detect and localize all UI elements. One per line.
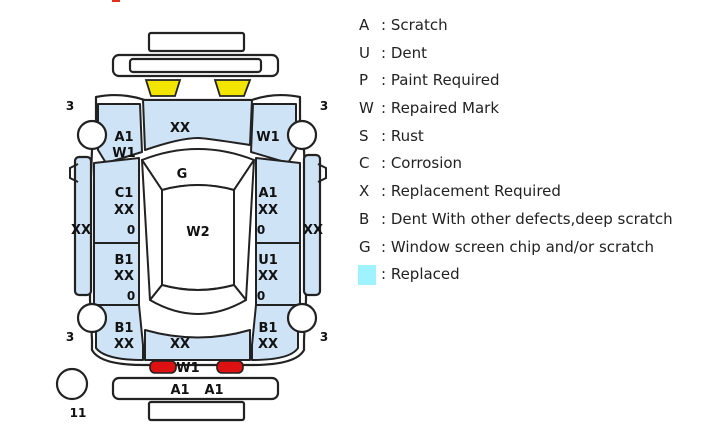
legend-item-u: U : Dent xyxy=(355,40,695,68)
legend-desc: : Rust xyxy=(381,126,424,145)
tire-front-right xyxy=(286,119,318,151)
legend-code: A xyxy=(359,16,370,34)
replaced-color-swatch xyxy=(358,265,376,286)
car-damage-diagram: XX G W2 A1 W1 W1 C1 XX A1 XX B1 XX U1 XX… xyxy=(0,0,345,448)
rear-bumper-label-left: A1 xyxy=(170,383,189,398)
tire-front-left-label: 3 xyxy=(66,99,74,113)
tire-rear-right xyxy=(286,302,318,334)
legend-item-x: X : Replacement Required xyxy=(355,178,695,206)
right-front-door-label-2: XX xyxy=(258,203,278,218)
legend-item-a: A : Scratch xyxy=(355,12,695,40)
tire-rear-right-label: 3 xyxy=(320,330,328,344)
rear-panel-label: W1 xyxy=(176,361,199,376)
rear-bumper xyxy=(111,376,280,401)
headlight-right xyxy=(213,79,252,97)
legend-desc: : Window screen chip and/or scratch xyxy=(381,237,655,256)
right-front-door-label-1: A1 xyxy=(258,186,277,201)
door-edge-label-4: 0 xyxy=(257,289,265,303)
front-bumper-top xyxy=(147,31,246,53)
legend-item-g: G : Window screen chip and/or scratch xyxy=(355,234,695,262)
legend-desc: : Replacement Required xyxy=(381,182,561,201)
legend-item-b: B : Dent With other defects,deep scratch xyxy=(355,206,695,234)
door-edge-label-3: 0 xyxy=(257,223,265,237)
legend: A : Scratch U : Dent P : Paint Required … xyxy=(355,12,695,289)
trunk-label: XX xyxy=(170,337,190,352)
left-front-door-label-1: C1 xyxy=(115,186,134,201)
legend-item-c: C : Corrosion xyxy=(355,150,695,178)
right-rear-door-label-1: U1 xyxy=(258,253,278,268)
front-bumper-inner xyxy=(128,57,263,74)
right-sill xyxy=(302,153,322,297)
right-rear-fender-panel xyxy=(251,304,299,361)
hood-panel xyxy=(142,99,253,151)
legend-desc: : Paint Required xyxy=(381,71,500,90)
rear-bumper-label-right: A1 xyxy=(204,383,223,398)
left-front-door-label-2: XX xyxy=(114,203,134,218)
left-rear-door-label-1: B1 xyxy=(115,253,134,268)
legend-desc: : Replaced xyxy=(381,265,460,284)
right-front-fender-label: W1 xyxy=(256,130,279,145)
left-front-fender-label-1: A1 xyxy=(114,130,133,145)
right-front-fender-panel xyxy=(250,103,297,164)
roof-label: W2 xyxy=(186,225,209,240)
right-rear-fender-label-2: XX xyxy=(258,337,278,352)
legend-code: P xyxy=(359,71,369,90)
legend-desc: : Repaired Mark xyxy=(381,99,500,118)
trunk-panel xyxy=(144,329,251,361)
legend-code: G xyxy=(359,237,371,256)
tire-front-right-label: 3 xyxy=(320,99,328,113)
legend-code: X xyxy=(359,182,370,201)
tire-rear-left xyxy=(76,302,108,334)
door-edge-label-2: 0 xyxy=(127,289,135,303)
legend-desc: : Dent xyxy=(381,43,427,62)
left-rear-fender-label-2: XX xyxy=(114,337,134,352)
headlight-left xyxy=(144,79,182,97)
roof-panel-label: G xyxy=(177,167,188,182)
left-rear-door-label-2: XX xyxy=(114,269,134,284)
left-rear-fender-panel xyxy=(95,304,144,361)
legend-item-p: P : Paint Required xyxy=(355,67,695,95)
spare-tire-label: 11 xyxy=(70,406,87,420)
red-corner-mark xyxy=(112,0,120,2)
left-rear-fender-label-1: B1 xyxy=(115,321,134,336)
legend-code: S xyxy=(359,126,369,145)
right-sill-label: XX xyxy=(303,223,323,238)
left-mirror xyxy=(69,163,79,183)
right-mirror xyxy=(317,163,327,183)
spare-tire xyxy=(55,367,89,401)
left-front-fender-label-2: W1 xyxy=(112,146,135,161)
legend-item-w: W : Repaired Mark xyxy=(355,95,695,123)
rear-window xyxy=(149,284,247,315)
legend-item-replaced: : Replaced xyxy=(355,261,695,289)
right-rear-door-label-2: XX xyxy=(258,269,278,284)
legend-desc: : Dent With other defects,deep scratch xyxy=(381,209,673,228)
taillight-right xyxy=(216,360,244,374)
legend-desc: : Scratch xyxy=(381,16,448,34)
taillight-left xyxy=(149,360,177,374)
door-edge-label-1: 0 xyxy=(127,223,135,237)
tire-front-left xyxy=(76,119,108,151)
legend-code: B xyxy=(359,209,370,228)
left-sill xyxy=(73,155,93,297)
legend-desc: : Corrosion xyxy=(381,154,463,173)
hood-label: XX xyxy=(170,121,190,136)
right-rear-fender-label-1: B1 xyxy=(259,321,278,336)
rear-bumper-bottom xyxy=(147,400,246,422)
legend-code: C xyxy=(359,154,370,173)
legend-code: W xyxy=(359,99,374,118)
left-sill-label: XX xyxy=(71,223,91,238)
legend-code: U xyxy=(359,43,370,62)
legend-item-s: S : Rust xyxy=(355,123,695,151)
tire-rear-left-label: 3 xyxy=(66,330,74,344)
